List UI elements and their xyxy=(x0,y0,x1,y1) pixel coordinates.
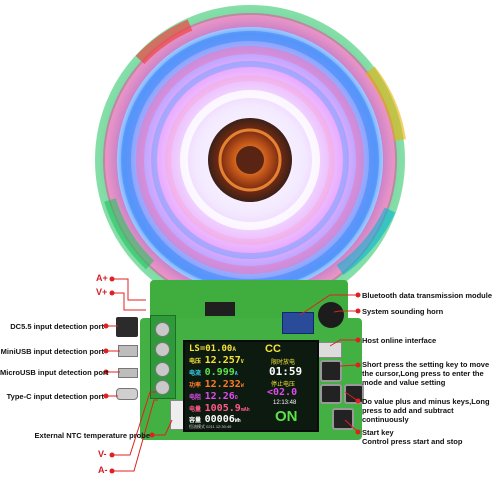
online-label: Host online interface xyxy=(362,336,437,345)
a-minus-label: A- xyxy=(98,465,108,475)
clock-value: 12:13:48 xyxy=(273,400,297,406)
setting-key-label: Short press the setting key to move the … xyxy=(362,360,490,387)
bluetooth-label: Bluetooth data transmission module xyxy=(362,291,493,300)
energy-value: 00006 xyxy=(204,414,235,425)
horn-label: System sounding horn xyxy=(362,307,444,316)
row-unit: A xyxy=(234,371,238,377)
a-plus-label: A+ xyxy=(96,273,108,283)
start-key-label: Start key Control press start and stop xyxy=(362,428,463,446)
plus-minus-key-label: Do value plus and minus keys,Long press … xyxy=(362,397,490,424)
typec-port xyxy=(116,388,138,400)
cutoff-value: <02.0 xyxy=(267,387,298,398)
component xyxy=(205,302,235,316)
row-unit: Ω xyxy=(234,395,238,401)
start-key[interactable] xyxy=(332,408,354,430)
row-unit: mAh xyxy=(240,407,250,413)
v-plus-label: V+ xyxy=(96,287,108,297)
screen-setpoint-unit: A xyxy=(232,346,236,353)
row-label: 功率 xyxy=(189,382,202,389)
resistance-value: 12.26 xyxy=(204,391,235,402)
setting-key[interactable] xyxy=(320,360,342,382)
screw-terminal xyxy=(155,362,170,377)
row-label: 电压 xyxy=(189,358,202,365)
screw-terminal xyxy=(155,380,170,395)
rgb-fan-image xyxy=(92,2,408,318)
v-minus-label: V- xyxy=(98,449,107,459)
plus-key[interactable] xyxy=(320,384,342,404)
row-label: 电阻 xyxy=(189,394,202,401)
timer-value: 01:59 xyxy=(269,365,303,378)
power-value: 12.232 xyxy=(204,379,241,390)
capacity-value: 1005.9 xyxy=(204,403,241,414)
screw-terminal xyxy=(155,342,170,357)
miniusb-label: MiniUSB input detection port xyxy=(0,347,104,356)
row-label: 电流 xyxy=(189,370,202,377)
dc55-label: DC5.5 input detection port xyxy=(10,322,104,331)
row-label: 容量 xyxy=(189,417,202,424)
screen-setpoint: LS=01.00 xyxy=(189,344,233,354)
screen-mode: CC xyxy=(265,343,281,355)
row-unit: Wh xyxy=(234,418,241,424)
microusb-port xyxy=(118,368,138,378)
row-label: 电量 xyxy=(189,406,202,413)
dc55-port xyxy=(116,317,138,337)
row-unit: V xyxy=(240,359,244,365)
lcd-screen: LS=01.00A CC 电压 12.257V 电流 0.999A 功率 12.… xyxy=(183,340,319,432)
horn xyxy=(318,302,344,328)
cutoff-label: 停止电压 xyxy=(271,382,296,388)
ntc-label: External NTC temperature probe xyxy=(34,431,150,440)
screen-footer: 恒流模式 0211 12:30:49 xyxy=(189,424,232,429)
current-value: 0.999 xyxy=(204,367,235,378)
screw-terminal xyxy=(155,322,170,337)
row-unit: W xyxy=(240,383,244,389)
timer-label: 限时放电 xyxy=(271,360,296,366)
bluetooth-module xyxy=(282,312,314,334)
typec-label: Type-C input detection port xyxy=(6,392,104,401)
microusb-label: MicroUSB input detection port xyxy=(0,368,109,377)
status-on: ON xyxy=(275,408,298,425)
voltage-value: 12.257 xyxy=(204,355,241,366)
